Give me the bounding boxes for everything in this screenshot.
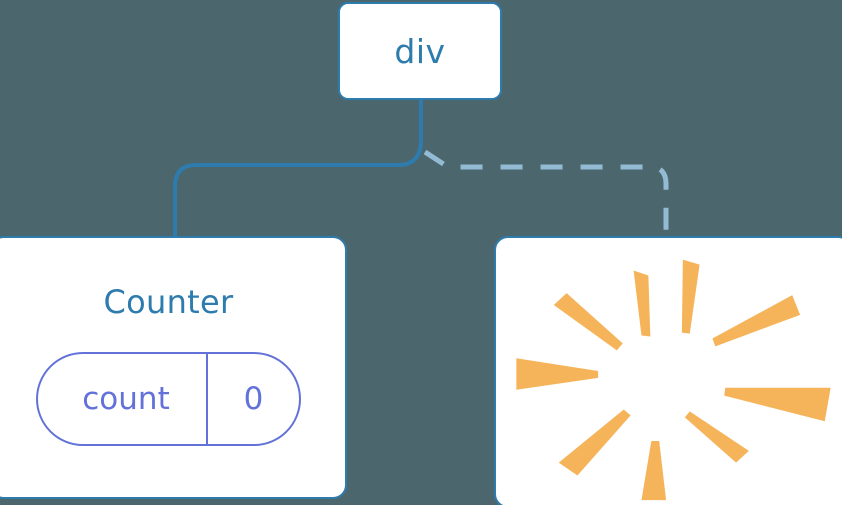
sparkle-ray-8 bbox=[684, 411, 749, 463]
node-counter[interactable]: Counter count 0 bbox=[0, 236, 347, 499]
node-div-label: div bbox=[394, 31, 446, 71]
state-key-label: count bbox=[82, 380, 170, 417]
node-div[interactable]: div bbox=[338, 2, 502, 100]
sparkle-ray-6 bbox=[724, 387, 831, 422]
edge-div-to-sparkle bbox=[423, 149, 669, 240]
sparkle-rays bbox=[516, 259, 831, 501]
sparkle-ray-5 bbox=[516, 358, 599, 390]
sparkle-ray-10 bbox=[635, 273, 649, 336]
node-counter-title: Counter bbox=[103, 283, 234, 321]
node-sparkle[interactable] bbox=[494, 236, 842, 505]
state-value-label: 0 bbox=[206, 354, 299, 444]
state-pill[interactable]: count 0 bbox=[36, 352, 301, 446]
sparkle-ray-3 bbox=[712, 295, 801, 347]
sparkle-ray-1 bbox=[681, 259, 700, 334]
sparkle-ray-7 bbox=[558, 409, 631, 476]
edge-div-to-counter bbox=[173, 98, 423, 240]
sparkle-ray-4 bbox=[553, 293, 623, 351]
sparkle-burst-icon bbox=[516, 259, 831, 501]
sparkle-ray-9 bbox=[641, 440, 667, 501]
